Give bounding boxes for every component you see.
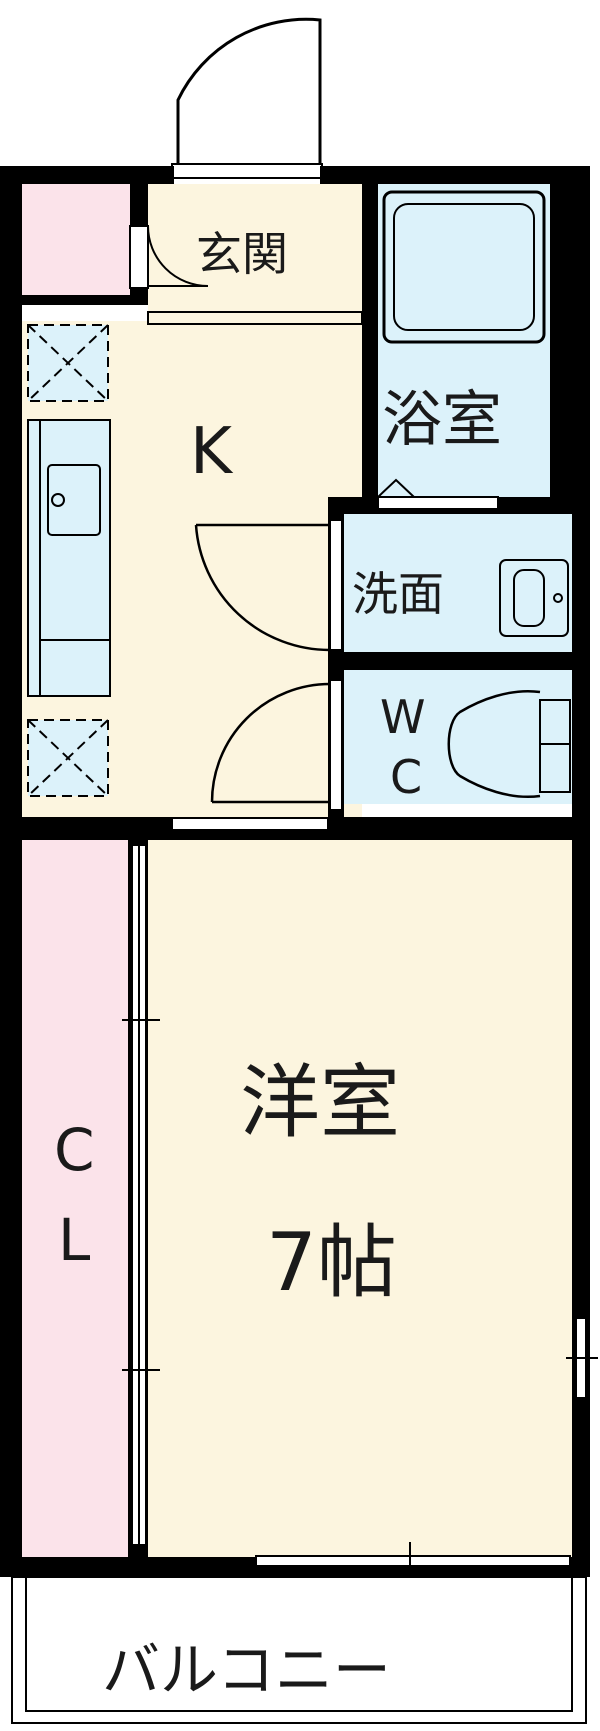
toilet-label-w: W <box>380 690 425 744</box>
toilet-door-frame <box>329 679 343 811</box>
bath-door-frame <box>377 496 499 510</box>
bathtub-outer <box>382 190 546 344</box>
western-room-size-label: 7帖 <box>266 1216 397 1309</box>
kitchen-label: K <box>190 415 234 489</box>
closet-label-c: C <box>54 1116 95 1184</box>
toilet-tank <box>539 699 571 793</box>
closet-label-l: L <box>58 1206 90 1274</box>
wash-basin <box>499 559 569 637</box>
entrance-fill <box>148 184 362 321</box>
storage-door-frame <box>129 225 149 289</box>
room-door-frame <box>171 817 329 831</box>
closet-sliding-door-1 <box>131 844 140 1546</box>
wash-basin-bowl <box>513 569 545 627</box>
bath-label: 浴室 <box>382 385 502 455</box>
closet-fill <box>20 840 138 1557</box>
toilet-door-swing <box>210 682 331 803</box>
washroom-door-frame <box>329 519 343 651</box>
toilet-bowl <box>447 690 541 798</box>
toilet-label-c: C <box>390 750 422 804</box>
entrance-door-sill <box>171 163 323 179</box>
entrance-step <box>147 311 363 325</box>
washroom-fill <box>344 514 572 652</box>
bathtub-inner <box>393 203 535 331</box>
washroom-door-swing <box>194 524 331 652</box>
closet-sliding-door-2 <box>138 844 147 1546</box>
western-room-label: 洋室 <box>240 1056 400 1149</box>
western-room-fill <box>148 840 574 1557</box>
bath-door-fold <box>377 478 415 498</box>
storage-pink-fill <box>22 184 130 295</box>
sink <box>47 464 101 536</box>
entrance-label: 玄関 <box>196 227 288 281</box>
toilet-fill <box>344 670 572 804</box>
balcony-inner <box>25 1576 573 1712</box>
entrance-door-swing <box>176 17 322 164</box>
sink-drain <box>51 493 65 507</box>
balcony-window <box>255 1555 571 1567</box>
storage-door-swing <box>147 225 209 287</box>
balcony-label: バルコニー <box>102 1636 391 1704</box>
washroom-label: 洗面 <box>352 567 444 621</box>
